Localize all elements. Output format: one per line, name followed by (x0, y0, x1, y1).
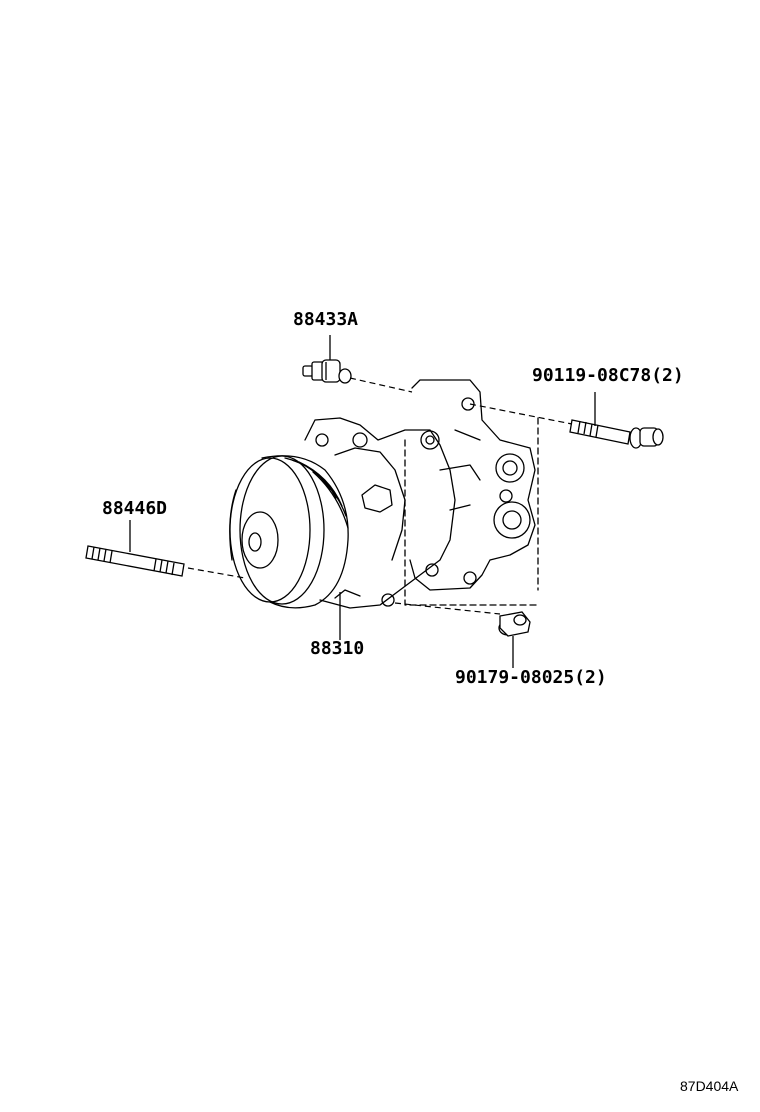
flange-bolt (570, 420, 663, 448)
flange-nut (499, 612, 530, 636)
diagram-code: 87D404A (680, 1078, 739, 1094)
label-pressure-switch: 88433A (293, 309, 359, 330)
nut-guide (395, 603, 500, 614)
pressure-switch (303, 360, 351, 383)
label-compressor: 88310 (310, 638, 365, 659)
bolt-guide (470, 404, 572, 424)
label-flange-nut: 90179-08025(2) (455, 667, 607, 688)
label-flange-bolt: 90119-08C78(2) (532, 365, 684, 386)
label-stud-bolt: 88446D (102, 498, 168, 519)
compressor (230, 380, 538, 608)
switch-guide (350, 378, 412, 392)
stud-bolt (86, 546, 184, 576)
